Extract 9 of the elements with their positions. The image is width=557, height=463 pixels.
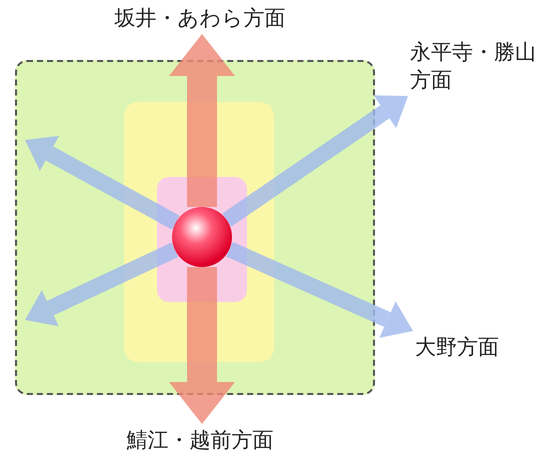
arrow [25,136,180,230]
arrow [226,242,413,338]
center-sphere [172,207,232,267]
direction-label: 永平寺・勝山方面 [410,38,545,94]
arrow [25,242,178,326]
arrow [222,95,408,227]
direction-label: 坂井・あわら方面 [100,4,300,32]
direction-label: 鯖江・越前方面 [100,426,300,454]
direction-label: 大野方面 [415,333,525,361]
